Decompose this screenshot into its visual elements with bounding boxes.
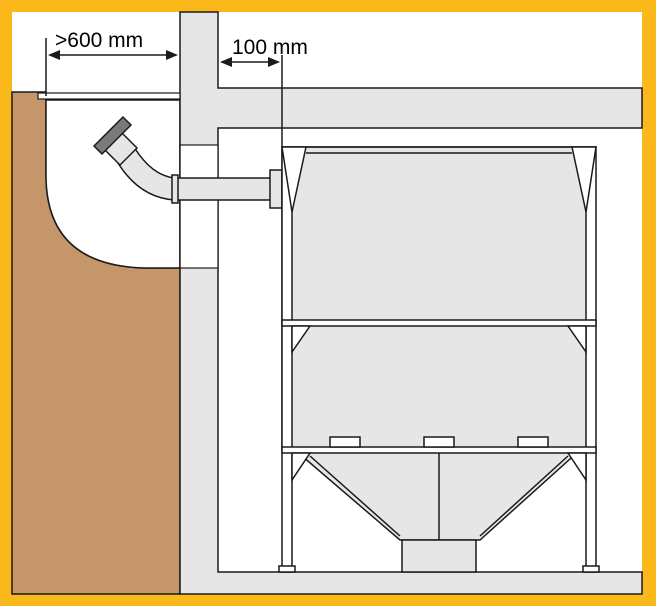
silo-middle-section: [281, 321, 596, 451]
pocket-cutout: [45, 99, 181, 269]
lower-gusset-right: [566, 452, 587, 483]
hopper-inner-right: [479, 455, 569, 537]
silo-upper-section: [281, 146, 596, 323]
middle-gusset-right: [566, 325, 587, 355]
hopper-inner-left: [309, 455, 401, 537]
cover-plate: [37, 92, 181, 100]
sensor-3: [517, 436, 549, 448]
building-wall: [179, 11, 643, 595]
silo-inlet-flange: [269, 169, 283, 209]
sensor-2: [423, 436, 455, 448]
dimension-left-label: >600 mm: [55, 29, 143, 52]
frame-post-left: [281, 146, 293, 573]
middle-gusset-left: [291, 325, 312, 355]
fill-pipe: [92, 115, 283, 209]
dimension-right-label: 100 mm: [232, 36, 308, 59]
dimension-right-arrow-start: [220, 57, 232, 67]
dimension-left: [45, 38, 178, 96]
frame-foot-left: [278, 565, 296, 573]
dimension-right-arrow-end: [268, 57, 280, 67]
dimension-left-arrow-start: [48, 50, 60, 60]
top-gusset-left: [281, 146, 307, 213]
pipe-collar: [171, 174, 179, 204]
sensor-1: [329, 436, 361, 448]
lower-gusset-left: [291, 452, 312, 483]
dimension-left-arrow-end: [166, 50, 178, 60]
pipe-coupling-flange: [92, 115, 133, 156]
dimension-right: [220, 55, 283, 147]
middle-rail: [281, 319, 597, 327]
silo: [278, 146, 600, 573]
pipe-horizontal: [171, 177, 273, 201]
frame-foot-right: [582, 565, 600, 573]
wall-opening: [179, 144, 219, 269]
frame-post-right: [585, 146, 597, 573]
top-gusset-right: [571, 146, 597, 213]
silo-outlet: [401, 539, 477, 573]
lower-rail: [281, 446, 597, 454]
